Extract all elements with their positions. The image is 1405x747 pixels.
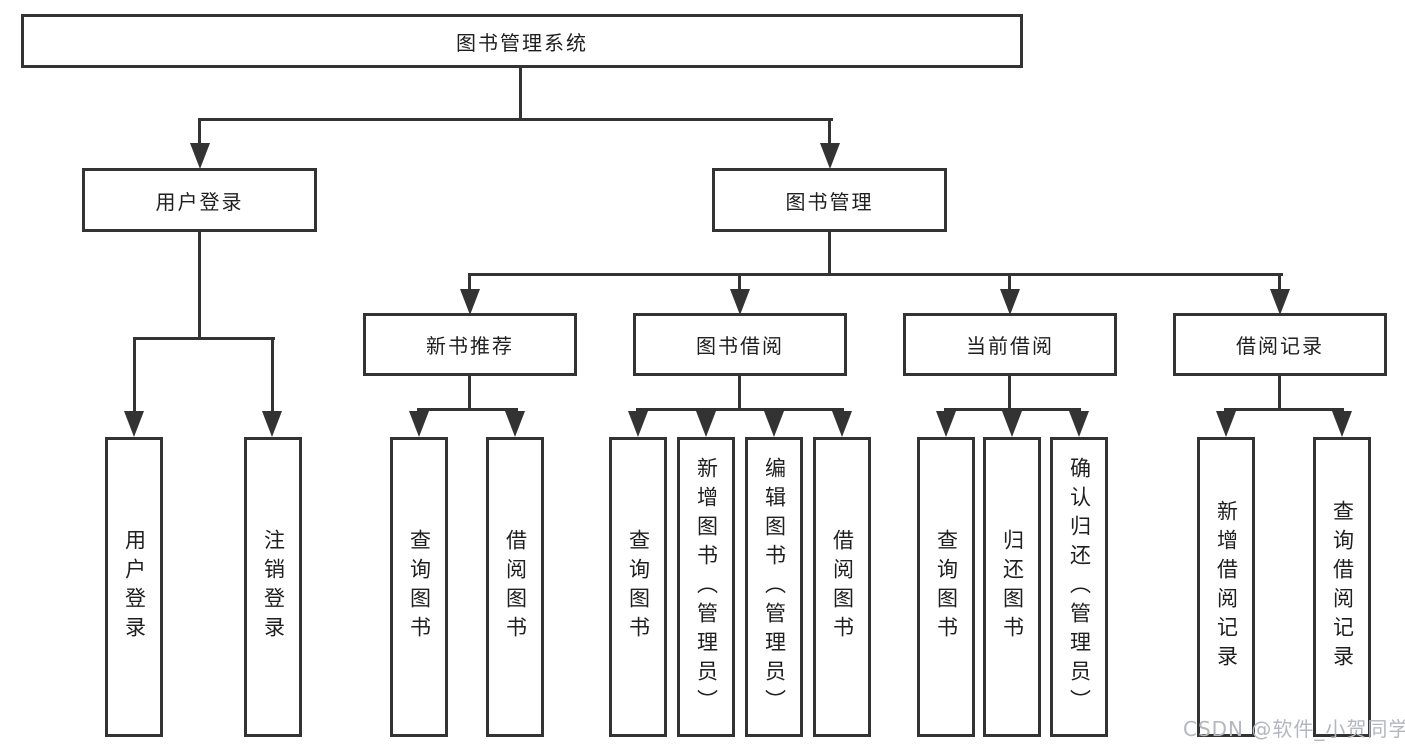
- arrowhead-icon: [1000, 289, 1020, 315]
- connector-stem: [828, 232, 831, 276]
- node-label: 查询借阅记录: [1330, 500, 1355, 674]
- node-label: 图书管理: [785, 189, 874, 214]
- node-label: 图书借阅: [696, 334, 784, 358]
- arrowhead-icon: [190, 143, 210, 169]
- connector-stem: [133, 337, 136, 413]
- connector-stem: [1008, 273, 1011, 293]
- connector-stem: [738, 273, 741, 293]
- node-query-books-recommend: 查询图书: [390, 437, 448, 737]
- node-logout: 注销登录: [244, 437, 302, 737]
- node-label: 借阅图书: [830, 529, 855, 645]
- connector-records-rail: [1224, 408, 1344, 411]
- node-add-books-admin: 新增图书（管理员）: [677, 437, 735, 737]
- node-confirm-return-admin: 确认归还（管理员）: [1050, 437, 1108, 737]
- connector-stem: [1278, 273, 1281, 293]
- node-label: 查询图书: [934, 529, 959, 645]
- connector-stem: [1008, 376, 1011, 411]
- node-return-books: 归还图书: [983, 437, 1041, 737]
- arrowhead-icon: [936, 411, 956, 437]
- node-borrow-records: 借阅记录: [1173, 313, 1387, 376]
- node-label: 注销登录: [261, 529, 286, 645]
- arrowhead-icon: [730, 289, 750, 315]
- node-label: 新书推荐: [426, 334, 514, 358]
- node-label: 图书管理系统: [456, 30, 588, 55]
- arrowhead-icon: [1216, 411, 1236, 437]
- arrowhead-icon: [1332, 411, 1352, 437]
- csdn-watermark: CSDN @软件_小贺同学: [1183, 717, 1405, 741]
- node-label: 查询图书: [407, 529, 432, 645]
- connector-stem: [828, 118, 831, 148]
- node-label: 当前借阅: [966, 334, 1054, 358]
- node-label: 归还图书: [1000, 529, 1025, 645]
- connector-level2-rail: [468, 273, 1283, 276]
- connector-stem: [738, 376, 741, 411]
- node-edit-books-admin: 编辑图书（管理员）: [745, 437, 803, 737]
- node-label: 确认归还（管理员）: [1067, 456, 1092, 718]
- arrowhead-icon: [832, 411, 852, 437]
- connector-stem: [468, 376, 471, 411]
- connector-current-rail: [944, 408, 1081, 411]
- connector-borrow-rail: [636, 408, 844, 411]
- arrowhead-icon: [696, 411, 716, 437]
- node-label: 新增借阅记录: [1214, 500, 1239, 674]
- node-user-login: 用户登录: [82, 168, 317, 232]
- connector-stem: [271, 337, 274, 413]
- node-label: 借阅图书: [503, 529, 528, 645]
- node-new-book-recommend: 新书推荐: [363, 313, 577, 376]
- connector-stem: [1278, 376, 1281, 411]
- node-query-books-current: 查询图书: [917, 437, 975, 737]
- connector-root-stem: [519, 66, 522, 120]
- arrowhead-icon: [1002, 411, 1022, 437]
- arrowhead-icon: [820, 143, 840, 169]
- connector-stem: [198, 118, 201, 148]
- arrowhead-icon: [764, 411, 784, 437]
- node-query-books-borrow: 查询图书: [609, 437, 667, 737]
- node-label: 用户登录: [122, 529, 147, 645]
- node-book-management: 图书管理: [712, 168, 947, 232]
- connector-level1-rail: [198, 118, 833, 121]
- node-label: 用户登录: [155, 189, 244, 214]
- arrowhead-icon: [460, 289, 480, 315]
- node-query-borrow-record: 查询借阅记录: [1313, 437, 1371, 737]
- arrowhead-icon: [1069, 411, 1089, 437]
- arrowhead-icon: [505, 411, 525, 437]
- connector-recommend-rail: [417, 408, 518, 411]
- node-current-borrow: 当前借阅: [903, 313, 1117, 376]
- arrowhead-icon: [124, 411, 144, 437]
- node-label: 借阅记录: [1236, 334, 1324, 358]
- node-user-login-leaf: 用户登录: [105, 437, 163, 737]
- arrowhead-icon: [1270, 289, 1290, 315]
- node-label: 编辑图书（管理员）: [762, 456, 787, 718]
- node-label: 查询图书: [626, 529, 651, 645]
- arrowhead-icon: [628, 411, 648, 437]
- connector-user-rail: [133, 337, 275, 340]
- node-label: 新增图书（管理员）: [694, 456, 719, 718]
- connector-stem: [198, 232, 201, 339]
- node-borrow-books-recommend: 借阅图书: [486, 437, 544, 737]
- arrowhead-icon: [409, 411, 429, 437]
- node-borrow-books: 借阅图书: [813, 437, 871, 737]
- node-book-borrow: 图书借阅: [633, 313, 847, 376]
- node-add-borrow-record: 新增借阅记录: [1197, 437, 1255, 737]
- arrowhead-icon: [262, 411, 282, 437]
- connector-stem: [468, 273, 471, 293]
- node-root: 图书管理系统: [21, 14, 1023, 68]
